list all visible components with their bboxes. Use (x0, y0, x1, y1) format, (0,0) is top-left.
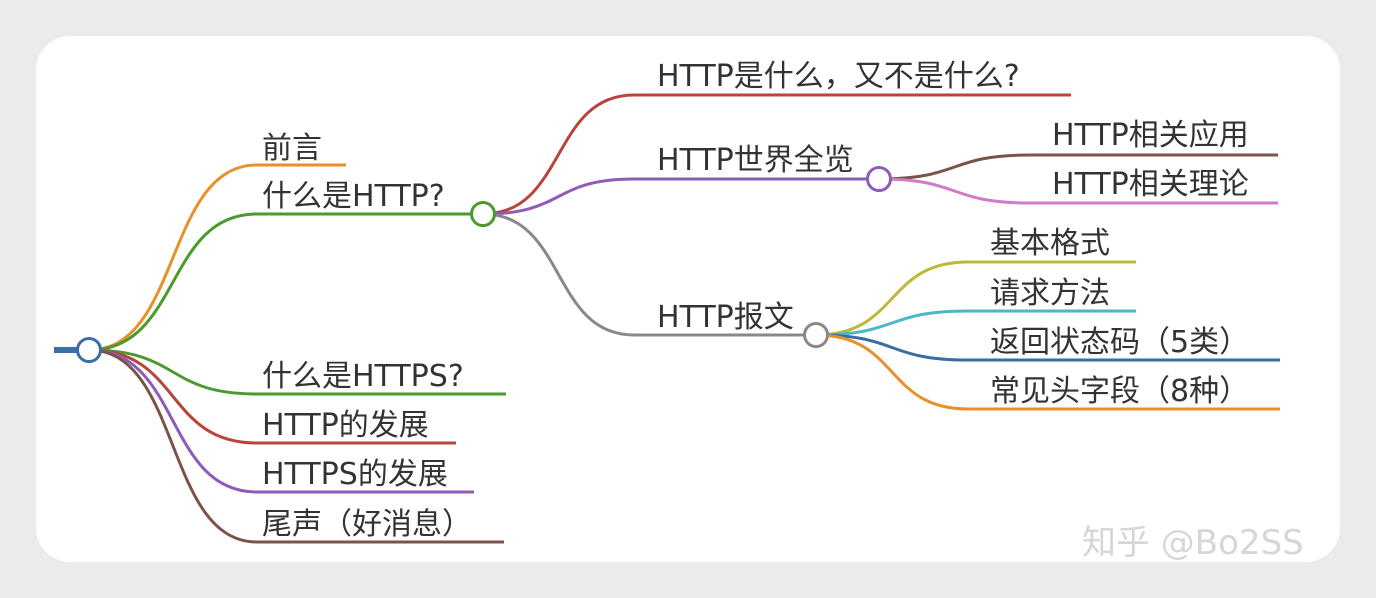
watermark: 知乎 @Bo2SS (1082, 523, 1304, 563)
edge-branch-5 (88, 348, 504, 544)
branch-label-1: 什么是HTTP? (262, 179, 445, 214)
edge-branch-4 (88, 348, 474, 494)
node-http-world[interactable] (866, 166, 892, 192)
edge-message-child-3 (815, 333, 1280, 411)
branch-label-5: 尾声（好消息） (262, 507, 472, 542)
http-child-label-2: HTTP报文 (657, 300, 794, 335)
branch-label-3: HTTP的发展 (262, 408, 429, 443)
edge-branch-2 (88, 348, 506, 396)
edge-http-child-1 (482, 177, 879, 216)
edge-message-child-2 (815, 333, 1280, 362)
edge-world-child-1 (878, 177, 1278, 205)
message-child-label-2: 返回状态码（5类） (990, 325, 1249, 360)
message-child-label-3: 常见头字段（8种） (990, 374, 1249, 409)
edge-http-child-2 (482, 212, 816, 337)
edge-http-child-0 (482, 93, 1071, 216)
edge-branch-0 (88, 163, 346, 352)
diagram-card (36, 36, 1340, 562)
nodes-layer (76, 166, 892, 363)
edges-layer (54, 93, 1280, 544)
node-what-is-http[interactable] (470, 201, 496, 227)
edge-message-child-1 (815, 309, 1136, 337)
branch-label-4: HTTPS的发展 (262, 457, 448, 492)
branch-label-2: 什么是HTTPS? (262, 359, 464, 394)
edge-branch-1 (88, 212, 483, 352)
world-child-label-1: HTTP相关理论 (1052, 167, 1249, 202)
node-http-message[interactable] (803, 322, 829, 348)
message-child-label-1: 请求方法 (990, 276, 1110, 311)
edge-branch-3 (88, 348, 456, 445)
root-node[interactable] (76, 337, 102, 363)
world-child-label-0: HTTP相关应用 (1052, 118, 1249, 153)
http-child-label-1: HTTP世界全览 (657, 143, 854, 178)
message-child-label-0: 基本格式 (990, 226, 1110, 261)
edge-world-child-0 (878, 153, 1278, 181)
http-child-label-0: HTTP是什么，又不是什么? (657, 59, 1020, 94)
edge-message-child-0 (815, 260, 1136, 337)
branch-label-0: 前言 (262, 131, 322, 166)
